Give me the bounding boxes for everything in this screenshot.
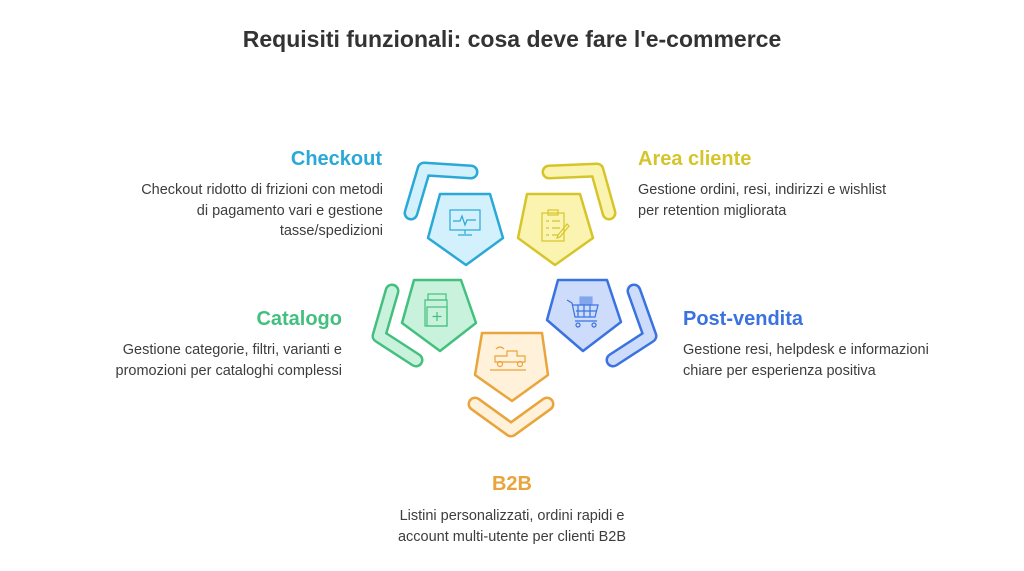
- description-line: Gestione resi, helpdesk e informazioni: [683, 342, 929, 358]
- description-line: di pagamento vari e gestione: [196, 202, 383, 219]
- shopping-cart-icon: [566, 296, 599, 328]
- monitor-heartbeat-icon: [449, 209, 481, 236]
- catalogo-pentagon: [400, 278, 478, 353]
- checkout-title: Checkout: [290, 148, 382, 170]
- truck-icon: [490, 346, 526, 371]
- b2b-pentagon: [473, 331, 550, 403]
- description-line: Gestione categorie, filtri, varianti e: [122, 342, 342, 358]
- area-cliente-pentagon: [516, 192, 595, 267]
- description-line: tasse/spedizioni: [279, 223, 383, 239]
- catalogo-description: Gestione categorie, filtri, varianti e p…: [116, 340, 342, 381]
- post-vendita-description: Gestione resi, helpdesk e informazioni c…: [683, 340, 929, 381]
- checkout-description: Checkout ridotto di frizioni con metodi …: [141, 180, 383, 242]
- folder-files-icon: [424, 293, 448, 327]
- area-cliente-chevron: [541, 162, 617, 221]
- b2b-description: Listini personalizzati, ordini rapidi e …: [312, 506, 712, 547]
- description-line: per retention migliorata: [638, 202, 787, 219]
- clipboard-checklist-icon: [541, 209, 570, 242]
- catalogo-chevron: [371, 283, 424, 368]
- description-line: chiare per esperienza positiva: [683, 362, 876, 379]
- post-vendita-chevron: [605, 283, 658, 368]
- description-line: promozioni per cataloghi complessi: [115, 362, 342, 379]
- description-line: Checkout ridotto di frizioni con metodi: [141, 182, 383, 198]
- b2b-chevron: [467, 396, 555, 438]
- description-line: Listini personalizzati, ordini rapidi e: [399, 508, 625, 524]
- diagram-title: Requisiti funzionali: cosa deve fare l'e…: [242, 26, 782, 52]
- description-line: account multi-utente per clienti B2B: [397, 528, 627, 545]
- catalogo-title: Catalogo: [256, 308, 342, 330]
- description-line: Gestione ordini, resi, indirizzi e wishl…: [638, 182, 887, 198]
- checkout-chevron: [403, 161, 479, 221]
- area-cliente-description: Gestione ordini, resi, indirizzi e wishl…: [638, 180, 886, 221]
- b2b-title: B2B: [491, 473, 532, 495]
- post-vendita-title: Post-vendita: [683, 308, 804, 330]
- area-cliente-title: Area cliente: [638, 148, 752, 170]
